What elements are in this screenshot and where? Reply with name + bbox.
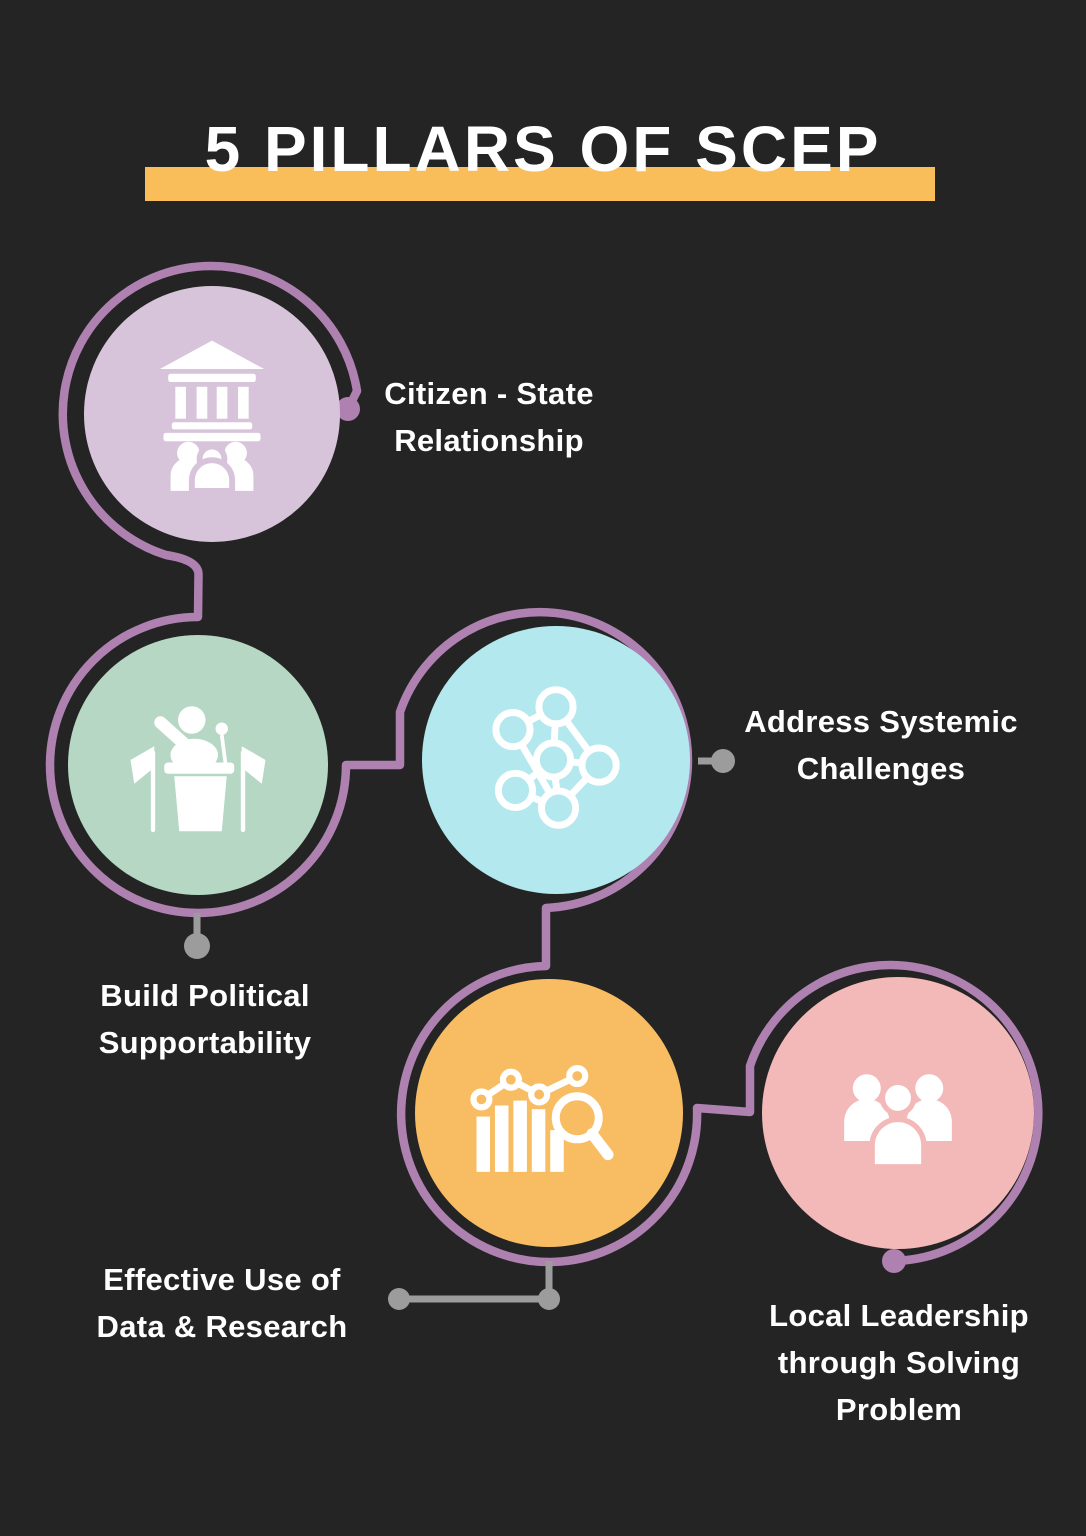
page-title: 5 PILLARS OF SCEP (204, 113, 882, 185)
pillar-circle-data-research (415, 979, 683, 1247)
title-highlight-bar (145, 167, 935, 201)
label-line: Build Political (100, 978, 310, 1013)
label-line: Address Systemic (744, 704, 1018, 739)
label-line: Effective Use of (103, 1262, 341, 1297)
label-line: Local Leadership (769, 1298, 1029, 1333)
network-nodes-icon (492, 686, 620, 829)
connector-dot-data-research-right (538, 1288, 560, 1310)
connector-line-data-research (400, 1261, 553, 1303)
label-line: Problem (835, 1392, 963, 1427)
government-building-citizens-icon (159, 340, 265, 491)
pillar-rings-path (45, 261, 1043, 1267)
pillar-circle-citizen-state (84, 286, 340, 542)
data-chart-magnifier-icon (470, 1064, 614, 1172)
pillar-label-political: Build Political Supportability (99, 972, 312, 1066)
label-line: Supportability (98, 1025, 312, 1060)
pillar-circle-systemic (422, 626, 690, 894)
label-line: Challenges (796, 751, 966, 786)
label-line: Data & Research (96, 1309, 348, 1344)
connector-dot-citizen-state (336, 397, 360, 421)
people-group-icon (844, 1074, 952, 1167)
label-line: Relationship (394, 423, 584, 458)
label-line: through Solving (777, 1345, 1021, 1380)
label-line: Citizen - State (384, 376, 594, 411)
pillar-circle-political (68, 635, 328, 895)
connector-dot-data-research-left (388, 1288, 410, 1310)
connector-dot-political (184, 933, 210, 959)
pillar-label-data-research: Effective Use of Data & Research (97, 1256, 348, 1350)
connector-dot-local-leadership (882, 1249, 906, 1273)
speaker-podium-icon (130, 706, 266, 833)
connector-dot-systemic (711, 749, 735, 773)
pillar-label-local-leadership: Local Leadership through Solving Problem (769, 1292, 1029, 1433)
pillar-circle-local-leadership (762, 977, 1034, 1249)
pillar-label-citizen-state: Citizen - State Relationship (384, 370, 593, 464)
pillar-label-systemic: Address Systemic Challenges (744, 698, 1018, 792)
